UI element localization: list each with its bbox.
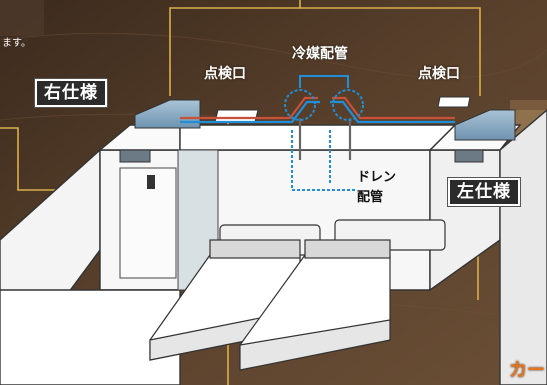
callout-top-left [169, 0, 301, 96]
pipe-highlights [284, 89, 364, 121]
inspection-label-right: 点検口 [418, 66, 460, 82]
bed-right-top [239, 319, 391, 371]
drain-label-line2: 配管 [357, 190, 384, 205]
top-left-partial-text: ます。 [2, 38, 31, 49]
drain-left [291, 130, 355, 191]
bed-right-head [304, 239, 391, 259]
right-spec-label: 右仕様 [35, 79, 107, 107]
room-foreground-block [0, 289, 181, 385]
pipe-right-red [332, 96, 455, 120]
refrigerant-bracket [299, 75, 349, 88]
pipe-circle-left [284, 89, 316, 121]
hatch-left [214, 109, 259, 123]
left-spec-label: 左仕様 [448, 178, 520, 206]
pipe-left-blue [180, 100, 320, 124]
callout-top-right [300, 7, 481, 96]
left-small-device [147, 175, 155, 189]
pipe-left-red [180, 96, 318, 120]
bed-left-head [209, 239, 301, 259]
pipe-circle-right [332, 89, 364, 121]
beds [149, 239, 391, 371]
pipe-right-blue [330, 100, 455, 124]
bottom-right-partial-text: カー [509, 360, 545, 381]
unit-right-grille [454, 149, 484, 163]
unit-right [454, 109, 516, 141]
drain-label-line1: ドレン [357, 170, 397, 185]
room-right-wall [499, 109, 547, 385]
refrigerant-pipes [180, 96, 455, 160]
inspection-label-left: 点検口 [204, 66, 246, 82]
hatch-right [437, 96, 471, 108]
unit-left-grille [119, 149, 151, 163]
room-ceiling-mid [179, 124, 457, 151]
refrigerant-pipe-label: 冷媒配管 [292, 46, 348, 62]
pipe-center-down [298, 118, 352, 160]
top-left-panel [0, 0, 44, 36]
drain-pipe [291, 130, 355, 191]
